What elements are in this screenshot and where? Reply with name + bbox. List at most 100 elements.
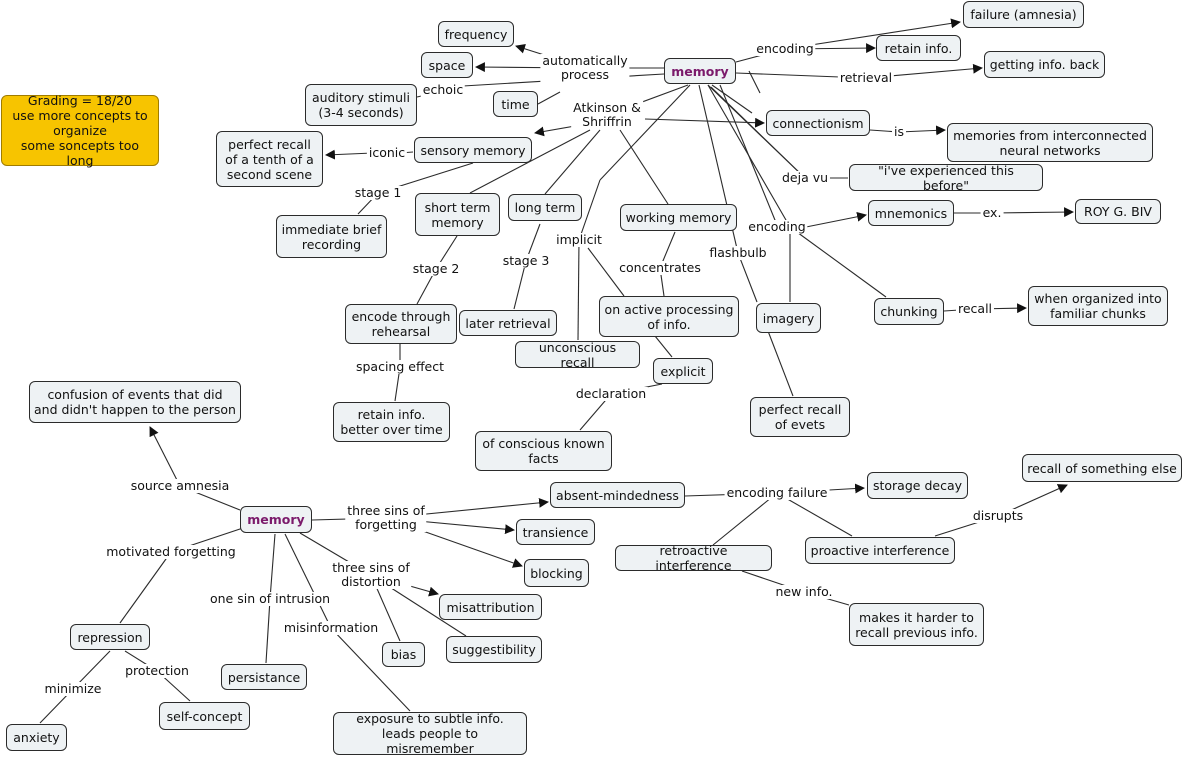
connector-line — [544, 129, 601, 195]
label-stage-2: stage 2 — [410, 261, 462, 276]
node-confusion-of-events: confusion of events that did and didn't … — [29, 381, 241, 423]
node-unconscious-recall: unconscious recall — [515, 340, 640, 370]
connector-line — [712, 492, 778, 546]
connector-line — [737, 252, 758, 303]
node-repression: repression — [70, 624, 150, 650]
connector-arrow — [325, 149, 374, 160]
connector-line — [265, 598, 271, 664]
node-retain-better-over-time: retain info. better over time — [333, 402, 450, 442]
label-declaration: declaration — [573, 386, 649, 401]
node-misattribution: misattribution — [439, 594, 542, 620]
grading-note: Grading = 18/20 use more concepts to org… — [1, 93, 159, 168]
node-working-memory: working memory — [620, 204, 737, 231]
node-failure-amnesia: failure (amnesia) — [963, 1, 1084, 28]
connector-line — [599, 84, 691, 181]
node-auditory-stimuli: auditory stimuli (3-4 seconds) — [305, 84, 417, 126]
connector-arrow — [534, 125, 576, 137]
label-echoic: echoic — [420, 82, 466, 97]
node-getting-info-back: getting info. back — [984, 51, 1105, 78]
node-later-retrieval: later retrieval — [459, 310, 557, 336]
node-connectionism: connectionism — [766, 110, 870, 136]
label-one-sin-of-intrusion: one sin of intrusion — [207, 591, 333, 606]
node-short-term-memory: short term memory — [415, 193, 500, 236]
connector-line — [513, 260, 527, 310]
connector-line — [789, 226, 887, 298]
label-spacing-effect: spacing effect — [353, 359, 447, 374]
node-chunking: chunking — [874, 298, 944, 325]
connector-line — [284, 533, 332, 629]
connector-line — [469, 129, 591, 194]
connector-arrow — [898, 125, 946, 136]
connector-line — [619, 129, 669, 205]
node-storage-decay: storage decay — [867, 472, 968, 499]
label-stage-1: stage 1 — [352, 185, 404, 200]
node-exposure-to-subtle-info: exposure to subtle info. leads people to… — [333, 711, 527, 756]
label-iconic: iconic — [366, 145, 408, 160]
connector-line — [537, 91, 561, 105]
node-immediate-brief-recording: immediate brief recording — [276, 215, 387, 258]
node-suggestibility: suggestibility — [446, 636, 542, 663]
node-anxiety: anxiety — [6, 724, 67, 751]
node-bias: bias — [382, 642, 425, 667]
label-misinformation: misinformation — [281, 620, 381, 635]
connector-line — [269, 533, 276, 600]
connector-line — [119, 551, 172, 624]
node-explicit: explicit — [653, 358, 713, 384]
label-stage-3: stage 3 — [500, 253, 552, 268]
node-mnemonics: mnemonics — [868, 200, 954, 226]
label-retrieval: retrieval — [837, 70, 895, 85]
node-perfect-recall-events: perfect recall of evets — [750, 397, 850, 437]
label-three-sins-forgetting: three sins of forgetting — [345, 503, 427, 532]
connector-line — [767, 330, 794, 397]
node-interconnected-networks: memories from interconnected neural netw… — [947, 123, 1153, 162]
label-motivated-forgetting: motivated forgetting — [104, 544, 238, 559]
connector-line — [654, 335, 673, 358]
label-encoding-mid: encoding — [746, 219, 808, 234]
node-familiar-chunks: when organized into familiar chunks — [1028, 286, 1168, 326]
label-is: is — [892, 124, 906, 139]
label-encoding-top: encoding — [754, 41, 816, 56]
node-space: space — [421, 52, 473, 78]
node-proactive-interference: proactive interference — [805, 537, 955, 564]
label-deja-vu: deja vu — [779, 170, 831, 185]
node-sensory-memory: sensory memory — [414, 137, 532, 163]
label-source-amnesia: source amnesia — [128, 478, 232, 493]
node-harder-to-recall: makes it harder to recall previous info. — [849, 603, 984, 646]
node-frequency: frequency — [438, 21, 514, 47]
node-active-processing: on active processing of info. — [599, 296, 739, 337]
connector-arrow — [991, 207, 1074, 218]
node-retroactive-interference: retroactive interference — [615, 543, 772, 573]
connector-line — [577, 239, 580, 341]
node-experienced-before: "i've experienced this before" — [849, 163, 1043, 193]
node-recall-something-else: recall of something else — [1022, 454, 1182, 482]
connector-line — [330, 627, 411, 712]
node-roy-g-biv: ROY G. BIV — [1075, 199, 1161, 224]
node-transience: transience — [516, 519, 595, 545]
connector-line — [711, 84, 753, 114]
label-recall: recall — [955, 301, 995, 316]
connector-line — [578, 179, 601, 241]
node-imagery: imagery — [756, 303, 821, 333]
memory-root-top: memory — [664, 58, 736, 84]
label-protection: protection — [123, 663, 191, 678]
label-flashbulb: flashbulb — [707, 245, 769, 260]
node-retain-info: retain info. — [876, 35, 961, 61]
connector-line — [748, 70, 761, 94]
label-automatically-process: automatically process — [540, 53, 630, 82]
label-three-sins-distortion: three sins of distortion — [330, 560, 412, 589]
label-concentrates: concentrates — [617, 260, 703, 275]
label-minimize: minimize — [42, 681, 104, 696]
connector-arrow — [644, 117, 765, 128]
node-time: time — [493, 91, 538, 117]
node-perfect-recall-tenth: perfect recall of a tenth of a second sc… — [216, 131, 323, 187]
node-encode-through-rehearsal: encode through rehearsal — [345, 304, 457, 344]
connector-line — [719, 84, 778, 226]
node-long-term: long term — [508, 194, 582, 221]
connector-line — [587, 247, 625, 297]
node-persistance: persistance — [221, 664, 307, 690]
label-ex: ex. — [980, 205, 1004, 220]
label-disrupts: disrupts — [970, 508, 1026, 523]
memory-root-bottom: memory — [240, 506, 312, 533]
node-absent-mindedness: absent-mindedness — [550, 482, 685, 508]
connector-line — [776, 492, 853, 537]
